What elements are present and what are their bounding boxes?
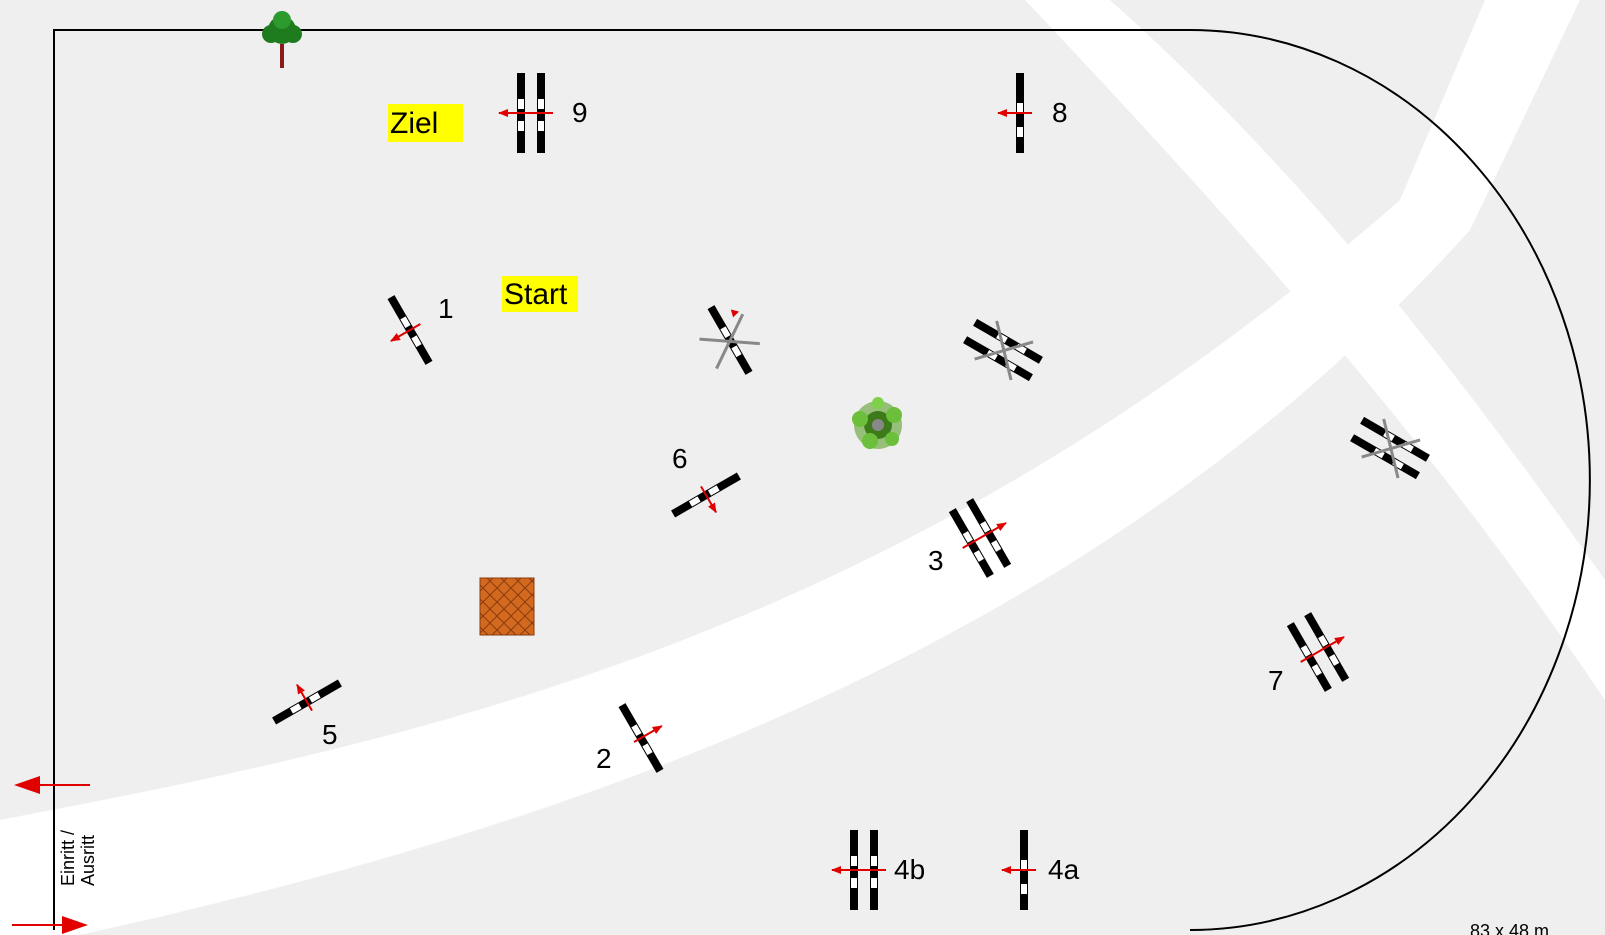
obstacle-4b[interactable] <box>831 830 886 910</box>
entrance-arrow-icon <box>12 916 88 934</box>
obstacle-unnumbered-a[interactable] <box>688 295 769 386</box>
shrub-icon <box>852 397 902 449</box>
obstacle-7[interactable] <box>1282 604 1363 695</box>
finish-label: Ziel <box>388 104 463 142</box>
obstacle-4b-number: 4b <box>894 854 925 885</box>
obstacle-2-number: 2 <box>596 743 612 774</box>
arena-dimensions: 83 x 48 m <box>1470 921 1549 935</box>
obstacle-5[interactable] <box>264 666 345 730</box>
start-text: Start <box>504 278 568 311</box>
entrance-label: Einritt / Ausritt <box>58 830 98 886</box>
obstacle-3[interactable] <box>944 490 1025 581</box>
water-tray-icon <box>479 577 535 636</box>
finish-text: Ziel <box>390 107 438 140</box>
obstacle-unnumbered-c[interactable] <box>1346 410 1434 486</box>
start-label: Start <box>502 276 578 312</box>
obstacle-4a[interactable] <box>1001 830 1036 910</box>
obstacle-8-number: 8 <box>1052 97 1068 128</box>
obstacle-unnumbered-b[interactable] <box>959 312 1047 388</box>
obstacle-9[interactable] <box>498 73 553 153</box>
obstacle-9-number: 9 <box>572 97 588 128</box>
obstacle-2[interactable] <box>615 693 681 775</box>
entrance-label-line2: Ausritt <box>78 835 98 886</box>
obstacle-1[interactable] <box>372 291 439 374</box>
obstacle-3-number: 3 <box>928 545 944 576</box>
obstacle-6[interactable] <box>668 467 749 531</box>
obstacle-5-number: 5 <box>322 719 338 750</box>
obstacle-4a-number: 4a <box>1048 854 1080 885</box>
obstacle-6-number: 6 <box>672 443 688 474</box>
exit-arrow-icon <box>14 776 90 794</box>
arena-border <box>53 29 1591 931</box>
tree-icon <box>262 11 302 68</box>
obstacle-7-number: 7 <box>1268 665 1284 696</box>
entrance-label-line1: Einritt / <box>58 830 78 886</box>
obstacle-1-number: 1 <box>438 293 454 324</box>
obstacle-8[interactable] <box>997 73 1032 153</box>
